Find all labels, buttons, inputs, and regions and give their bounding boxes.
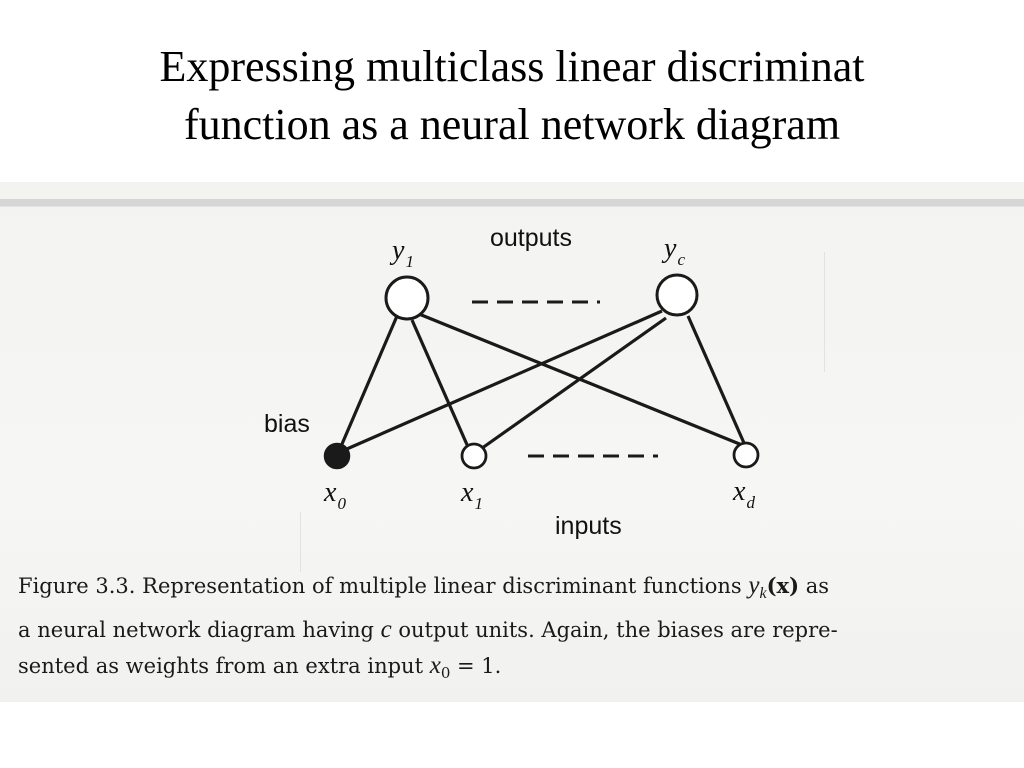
output-var-y1: y <box>389 235 405 266</box>
caption-line-2-suffix: output units. Again, the biases are repr… <box>391 618 838 643</box>
slide-title-line-1: Expressing multiclass linear discriminat <box>159 42 865 91</box>
input-node-xd <box>732 441 760 469</box>
output-node-y1 <box>384 275 430 321</box>
caption-line-3-text: sented as weights from an extra input <box>18 654 430 679</box>
outputs-label: outputs <box>490 224 572 252</box>
input-label-xd: xd <box>732 476 755 512</box>
output-label-yc: yc <box>661 233 685 269</box>
output-sub-y1: 1 <box>405 252 414 271</box>
slide-title: Expressing multiclass linear discriminat… <box>0 38 1024 154</box>
input-label-x1: x1 <box>460 477 483 513</box>
input-label-x0: x0 <box>323 477 346 513</box>
caption-math-y: y <box>748 572 760 599</box>
connection-y1-x0 <box>334 315 399 459</box>
input-node-x1 <box>460 442 488 470</box>
input-var-x1: x <box>460 477 474 508</box>
bleed-through-rule <box>300 512 301 572</box>
caption-math-x0-sub: 0 <box>440 664 451 683</box>
output-node-yc <box>655 273 699 317</box>
input-sub-xd: d <box>746 493 755 512</box>
connection-yc-x1 <box>477 316 667 453</box>
caption-math-x0: x <box>429 652 441 680</box>
input-sub-x1: 1 <box>474 494 483 513</box>
caption-line-1: Figure 3.3. Representation of multiple l… <box>18 568 1018 612</box>
scanned-figure: ▬▬▬▬▬▬▬▬▬▬▬▬▬▬▬▬▬▬▬▬▬▬▬▬▬▬▬▬▬▬▬▬▬▬▬▬▬▬▬▬… <box>0 182 1024 702</box>
slide-title-line-2: function as a neural network diagram <box>183 100 841 149</box>
connection-yc-x0 <box>339 309 663 454</box>
input-var-x0: x <box>323 477 337 508</box>
figure-caption: Figure 3.3. Representation of multiple l… <box>18 568 1018 691</box>
caption-line-2-text: a neural network diagram having <box>18 618 381 643</box>
caption-math-k: k <box>759 585 767 603</box>
caption-math-x: (x) <box>766 573 800 598</box>
caption-line-2: a neural network diagram having c output… <box>18 612 1018 648</box>
output-var-yc: y <box>661 233 677 264</box>
input-sub-x0: 0 <box>337 494 346 513</box>
network-connections <box>334 309 746 459</box>
connection-yc-xd <box>686 315 746 444</box>
caption-math-c: c <box>380 616 392 644</box>
connection-y1-x1 <box>410 319 474 457</box>
caption-line-3: sented as weights from an extra input x0… <box>18 648 1018 691</box>
output-sub-yc: c <box>677 250 685 269</box>
input-node-x0-bias <box>323 442 351 470</box>
inputs-label: inputs <box>555 512 622 540</box>
bias-label: bias <box>264 410 310 438</box>
bleed-through-rule <box>824 252 825 372</box>
output-label-y1: y1 <box>389 235 414 271</box>
input-var-xd: x <box>732 476 746 507</box>
caption-line-1-text: Figure 3.3. Representation of multiple l… <box>18 574 749 598</box>
caption-line-3-suffix: = 1. <box>450 654 502 679</box>
caption-line-1-suffix: as <box>799 574 829 598</box>
